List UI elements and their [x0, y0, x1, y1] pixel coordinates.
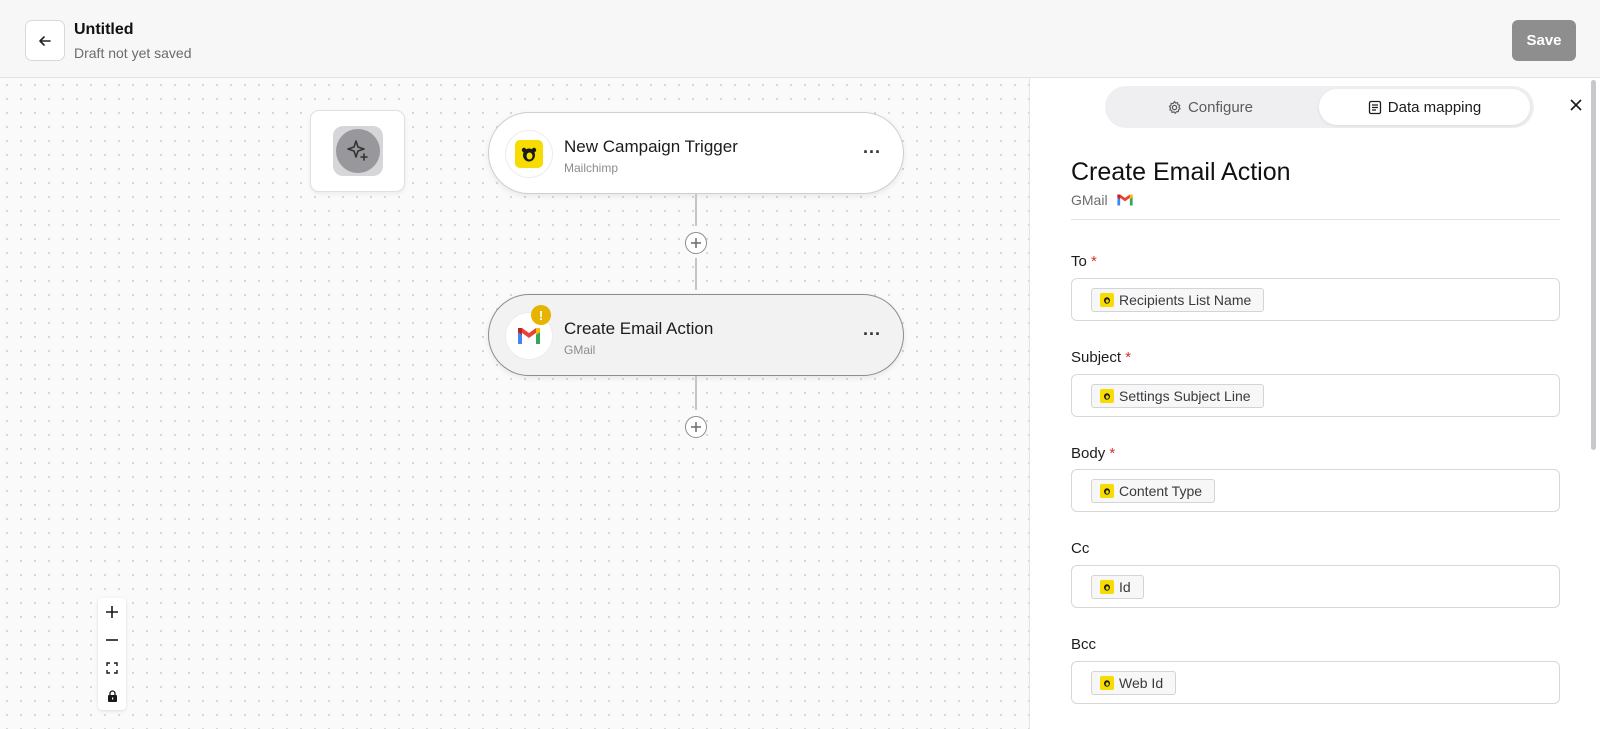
- plus-icon: [106, 606, 118, 618]
- mailchimp-icon: [1100, 676, 1114, 690]
- gmail-icon: [1116, 194, 1133, 206]
- plus-icon: [691, 238, 701, 248]
- required-marker: *: [1109, 445, 1116, 462]
- warning-icon: !: [531, 305, 551, 325]
- mapped-variable-chip[interactable]: Recipients List Name: [1091, 288, 1265, 312]
- tab-configure[interactable]: Configure: [1109, 89, 1311, 125]
- fit-view-button[interactable]: [98, 654, 126, 682]
- action-node[interactable]: ! Create Email Action GMail ...: [488, 294, 904, 376]
- connector-line: [695, 376, 697, 410]
- workflow-title: Untitled: [74, 21, 134, 38]
- panel-tabs: Configure Data mapping: [1105, 86, 1534, 128]
- node-app-name: GMail: [564, 343, 596, 357]
- fullscreen-icon: [106, 662, 118, 674]
- mailchimp-icon: [1100, 484, 1114, 498]
- required-marker: *: [1091, 253, 1097, 270]
- mailchimp-icon: [515, 140, 543, 168]
- plus-icon: [691, 422, 701, 432]
- minus-icon: [106, 639, 118, 641]
- save-status: Draft not yet saved: [74, 45, 192, 61]
- panel-app-info: GMail: [1071, 192, 1134, 208]
- gmail-icon: [518, 328, 540, 344]
- top-bar: Untitled Draft not yet saved Save: [0, 0, 1600, 78]
- required-marker: *: [1125, 349, 1132, 366]
- close-panel-button[interactable]: [1566, 95, 1586, 115]
- mapped-variable-chip[interactable]: Settings Subject Line: [1091, 384, 1264, 408]
- connector-line: [695, 194, 697, 226]
- workflow-canvas[interactable]: New Campaign Trigger Mailchimp ... ! Cre…: [0, 78, 1029, 729]
- zoom-in-button[interactable]: [98, 598, 126, 626]
- field-label-to: To *: [1071, 253, 1097, 270]
- subject-field[interactable]: Settings Subject Line: [1071, 374, 1560, 417]
- node-app-name: Mailchimp: [564, 161, 619, 175]
- tab-label: Configure: [1187, 98, 1254, 116]
- mailchimp-icon: [1100, 580, 1114, 594]
- back-button[interactable]: [25, 20, 65, 61]
- lock-icon: [107, 690, 117, 702]
- field-label-bcc: Bcc: [1071, 636, 1097, 653]
- save-button[interactable]: Save: [1512, 20, 1576, 61]
- add-step-button[interactable]: [685, 416, 707, 438]
- to-field[interactable]: Recipients List Name: [1071, 278, 1560, 321]
- cc-field[interactable]: Id: [1071, 565, 1560, 608]
- sparkle-icon: [335, 129, 380, 173]
- trigger-node[interactable]: New Campaign Trigger Mailchimp ...: [488, 112, 904, 194]
- field-label-subject: Subject *: [1071, 349, 1132, 366]
- bcc-field[interactable]: Web Id: [1071, 661, 1560, 704]
- mailchimp-icon: [1100, 293, 1114, 307]
- zoom-controls: [98, 598, 126, 710]
- field-label-body: Body *: [1071, 445, 1116, 462]
- add-step-button[interactable]: [685, 232, 707, 254]
- connector-line: [695, 258, 697, 290]
- close-icon: [1570, 99, 1582, 111]
- app-name: GMail: [1071, 192, 1108, 208]
- zoom-out-button[interactable]: [98, 626, 126, 654]
- lock-button[interactable]: [98, 682, 126, 710]
- gear-icon: [1168, 100, 1181, 114]
- mapped-variable-chip[interactable]: Web Id: [1091, 671, 1177, 695]
- node-menu-button[interactable]: ...: [862, 137, 881, 157]
- body-field[interactable]: Content Type: [1071, 469, 1560, 512]
- node-title: Create Email Action: [564, 319, 714, 338]
- mapped-variable-chip[interactable]: Id: [1091, 575, 1144, 599]
- divider: [1071, 219, 1560, 220]
- arrow-left-icon: [39, 35, 51, 46]
- mailchimp-icon: [1100, 389, 1114, 403]
- ai-assistant-node[interactable]: [310, 110, 405, 192]
- node-menu-button[interactable]: ...: [862, 319, 881, 339]
- panel-scrollbar[interactable]: [1591, 80, 1596, 450]
- properties-panel: Configure Data mapping Create Email Acti…: [1029, 78, 1600, 729]
- mapped-variable-chip[interactable]: Content Type: [1091, 479, 1216, 503]
- panel-title: Create Email Action: [1071, 158, 1291, 186]
- tab-label: Data mapping: [1387, 98, 1482, 116]
- node-title: New Campaign Trigger: [564, 137, 738, 156]
- field-label-cc: Cc: [1071, 540, 1090, 557]
- document-icon: [1368, 100, 1381, 114]
- tab-data-mapping[interactable]: Data mapping: [1319, 89, 1530, 125]
